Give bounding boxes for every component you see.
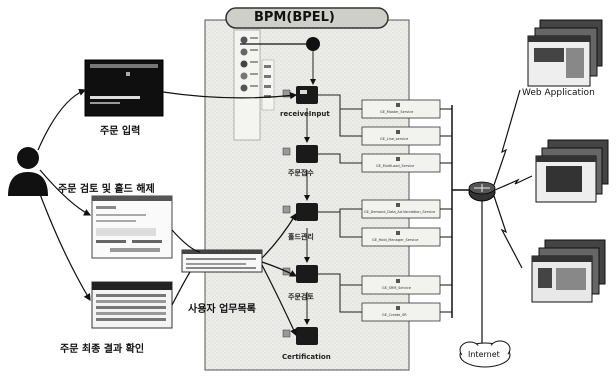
order-review-label: 주문 검토 및 홀드 해제 — [58, 180, 155, 195]
service-label-6: GE_SRM_Service — [382, 286, 411, 290]
service-label-5: GE_Hold_Manager_Service — [372, 238, 418, 242]
step-label-3: 홀드관리 — [288, 232, 314, 242]
web-application-windows — [528, 20, 602, 86]
network-links — [482, 90, 532, 345]
start-node — [306, 37, 320, 51]
web-application-label: Web Application — [522, 88, 595, 98]
router-icon — [469, 182, 495, 201]
order-review-screen — [92, 196, 172, 258]
step-label-4: 주문검토 — [288, 292, 314, 302]
step-label-receive: receiveInput — [280, 110, 330, 118]
step-label-2: 주문접수 — [288, 168, 314, 178]
service-label-2: GE_Line_service — [380, 137, 408, 141]
palette-icons — [234, 30, 260, 140]
service-label-4: GE_Demand_Data_Ad.Vandation_Service — [364, 210, 435, 214]
service-bus-taps — [440, 109, 452, 312]
service-label-3: GE_MultiLoad_Service — [376, 164, 414, 168]
order-input-label: 주문 입력 — [100, 122, 140, 137]
order-final-label: 주문 최종 결과 확인 — [60, 340, 144, 355]
order-final-screen — [92, 282, 172, 328]
service-label-7: GE_Create_SR — [382, 313, 407, 317]
palette-icons-right — [262, 60, 274, 110]
server-window-2 — [536, 140, 608, 202]
server-window-3 — [532, 240, 605, 302]
service-label-1: GE_Master_Service — [380, 110, 413, 114]
task-list-label: 사용자 업무목록 — [188, 300, 256, 315]
internet-label: Internet — [468, 350, 500, 359]
page-title: BPM(BPEL) — [254, 10, 335, 25]
task-list-window — [182, 250, 262, 272]
order-input-screen — [85, 60, 163, 116]
step-label-5: Certification — [282, 353, 331, 361]
